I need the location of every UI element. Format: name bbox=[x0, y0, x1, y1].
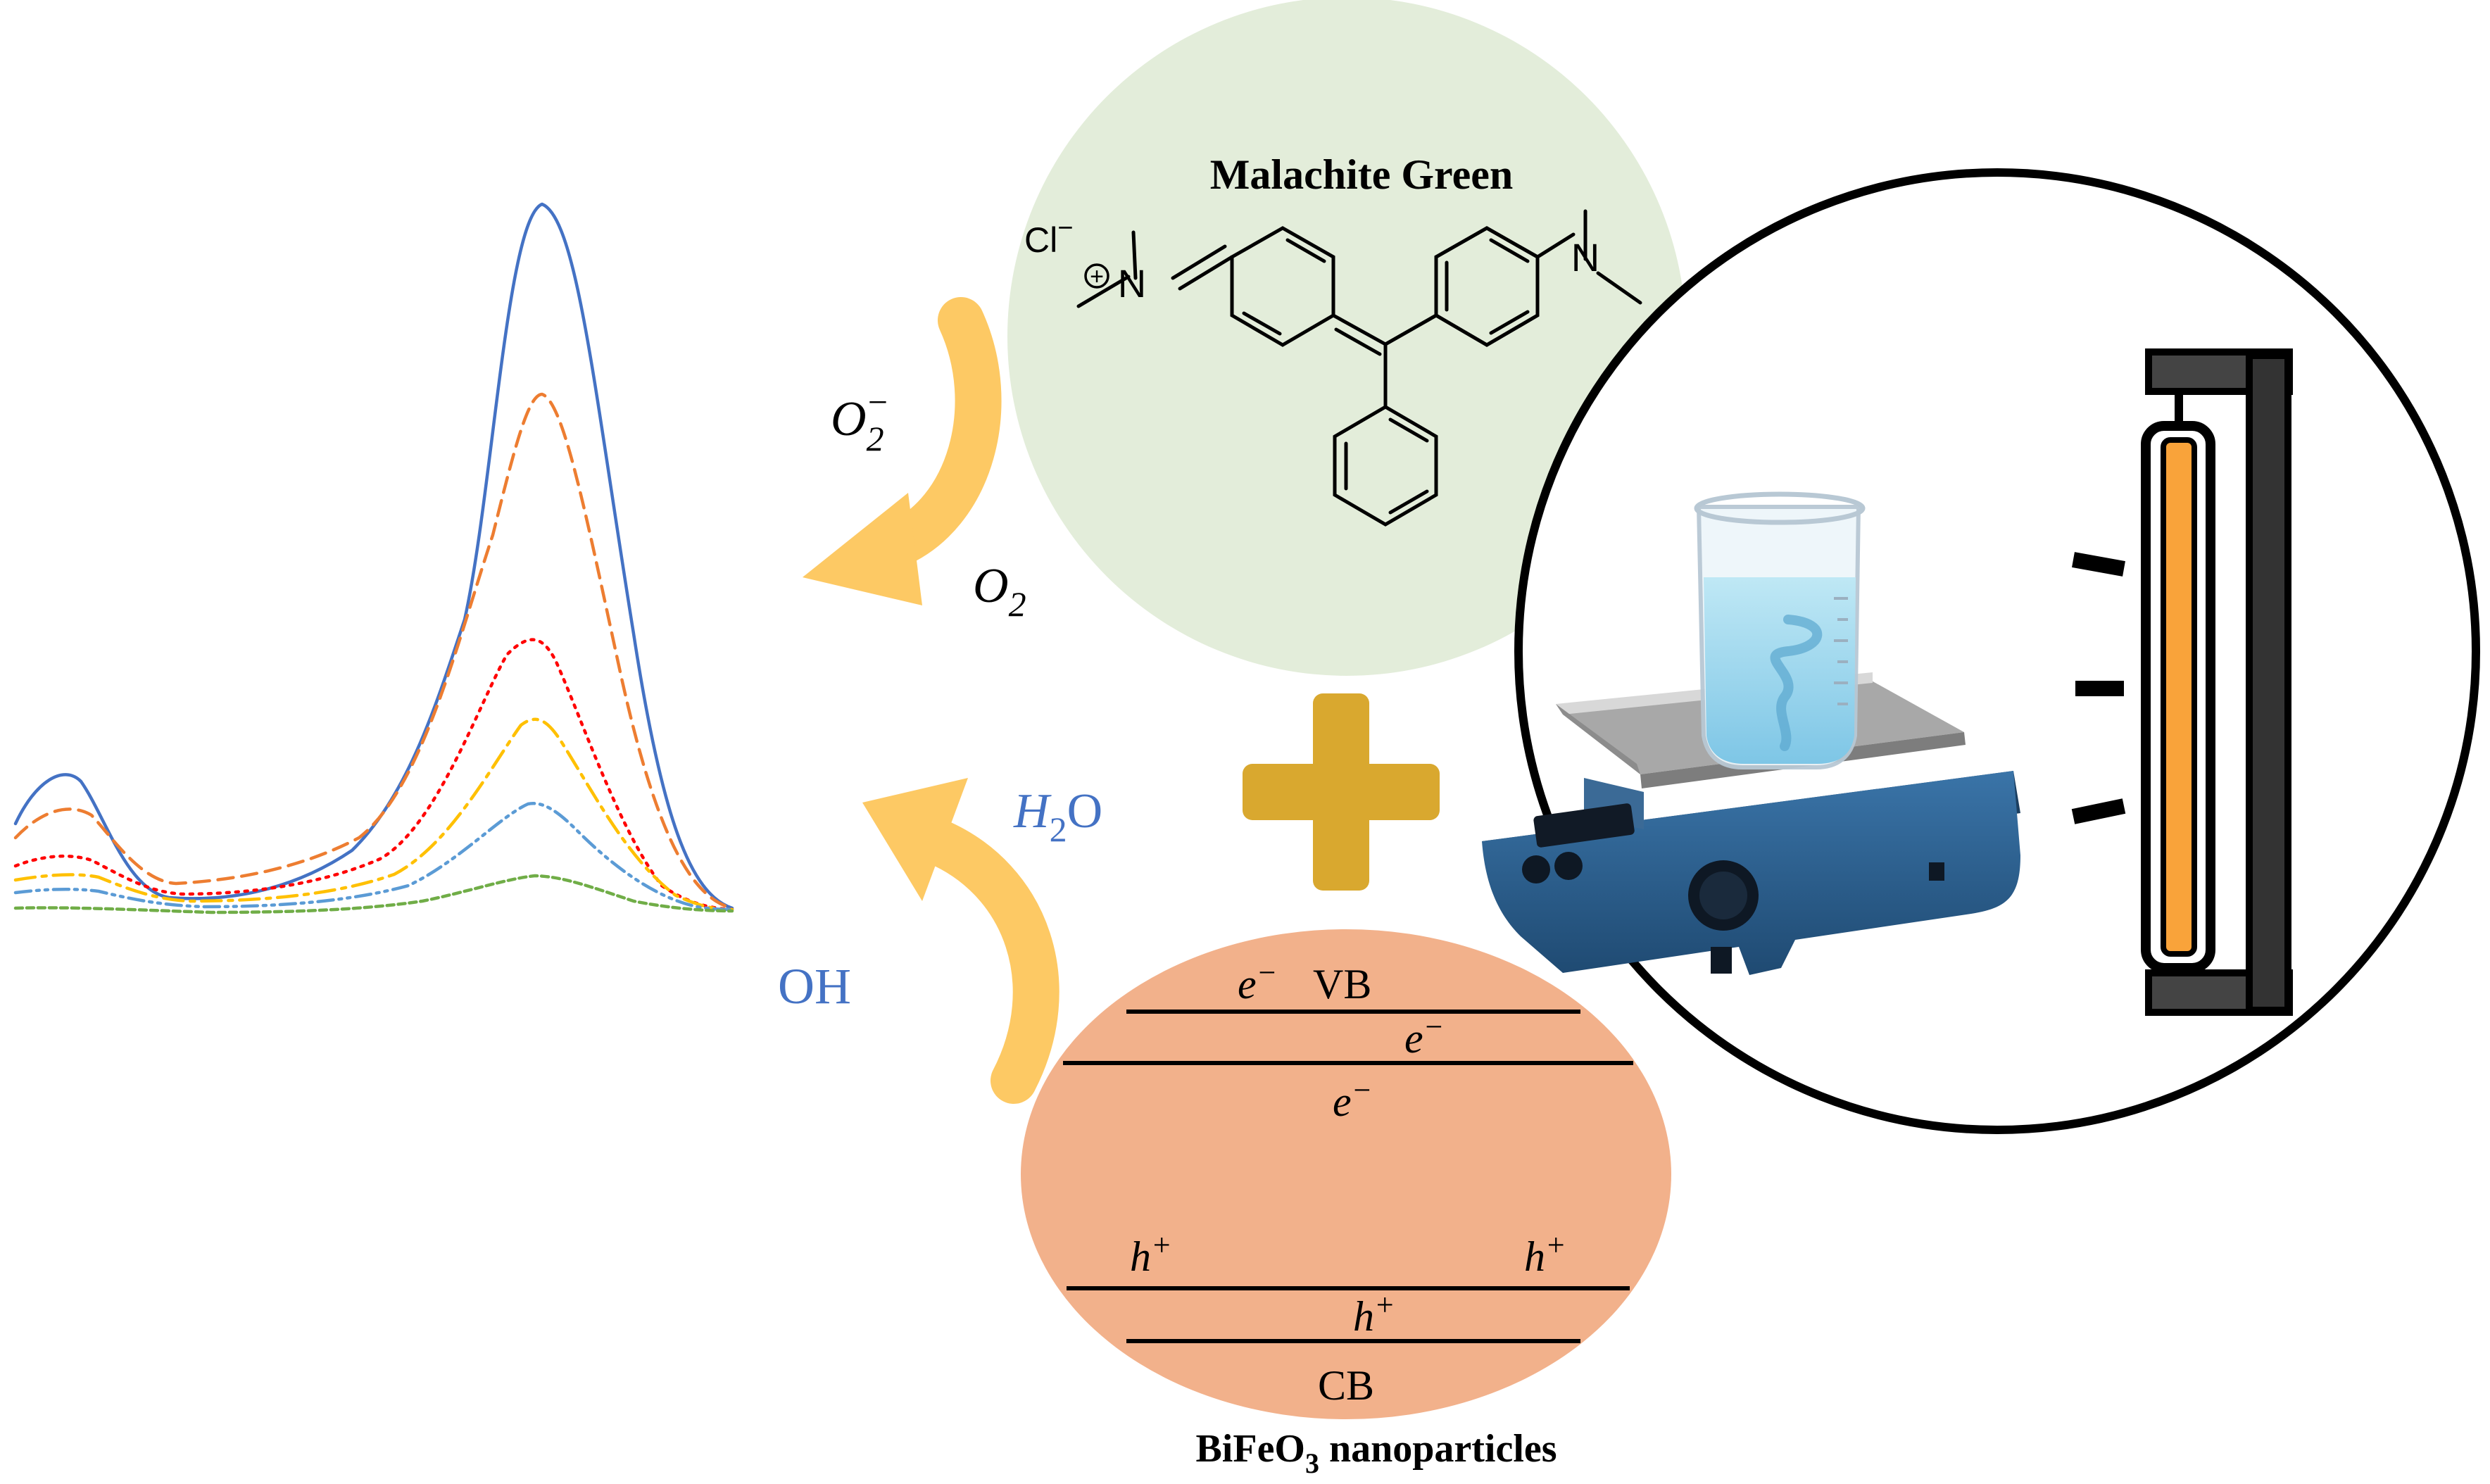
spectrum-curve-1 bbox=[13, 202, 734, 910]
hydroxyl-arrow bbox=[862, 778, 1059, 1104]
oxygen-base: O bbox=[973, 559, 1009, 613]
superoxide-sup: − bbox=[866, 382, 890, 422]
oxygen-sub: 2 bbox=[1009, 584, 1026, 624]
vb-label: VB bbox=[1313, 961, 1371, 1007]
band-lines bbox=[1063, 1010, 1633, 1343]
absorption-spectra-icon bbox=[13, 202, 734, 914]
hydroxyl-label: OH bbox=[778, 958, 851, 1014]
catalyst-label: BiFeO3 nanoparticles bbox=[1195, 1427, 1557, 1479]
molecule-title: Malachite Green bbox=[1210, 151, 1513, 198]
plus-sign: + bbox=[1243, 693, 1440, 891]
reactor-circle bbox=[1514, 168, 2480, 1134]
water-tail: O bbox=[1067, 784, 1103, 838]
catalyst-ellipse bbox=[1021, 929, 1671, 1419]
superoxide-sub: 2 bbox=[867, 419, 884, 458]
malachite-green-circle bbox=[1007, 0, 1686, 676]
spectrum-curve-2 bbox=[13, 392, 734, 910]
right-nitrogen: N bbox=[1571, 235, 1599, 279]
spectrum-curve-5 bbox=[13, 802, 734, 912]
water-sub: 2 bbox=[1050, 810, 1067, 849]
hole-1: h+ bbox=[1130, 1228, 1172, 1280]
malachite-green-structure bbox=[1076, 209, 1642, 527]
vb-electron: e− bbox=[1238, 955, 1277, 1007]
water-label: H2O bbox=[1013, 784, 1102, 849]
counter-ion-symbol: Cl bbox=[1024, 220, 1057, 260]
counter-ion: Cl− bbox=[1024, 213, 1073, 260]
counter-ion-charge: − bbox=[1057, 213, 1073, 243]
cb-label: CB bbox=[1318, 1362, 1374, 1409]
light-rays bbox=[2071, 552, 2126, 824]
uv-lamp-icon bbox=[2141, 348, 2293, 1016]
superoxide-arrow bbox=[803, 297, 1002, 605]
superoxide-label: O2− bbox=[831, 382, 889, 458]
hole-3: h+ bbox=[1353, 1288, 1395, 1340]
beaker-icon bbox=[1694, 491, 1866, 769]
electron-3: e− bbox=[1333, 1073, 1372, 1125]
spectrum-curve-3 bbox=[13, 638, 734, 912]
superoxide-base: O bbox=[831, 392, 867, 446]
electron-2: e− bbox=[1404, 1010, 1444, 1062]
positive-charge: + bbox=[1090, 263, 1104, 290]
hole-2: h+ bbox=[1524, 1228, 1566, 1280]
spectrum-curve-6 bbox=[13, 874, 734, 914]
spectrum-curve-4 bbox=[13, 717, 734, 912]
oxygen-label: O2 bbox=[973, 559, 1026, 624]
positive-charge-circle bbox=[1084, 263, 1109, 289]
water-base: H bbox=[1013, 784, 1052, 838]
left-nitrogen: N bbox=[1118, 261, 1146, 306]
